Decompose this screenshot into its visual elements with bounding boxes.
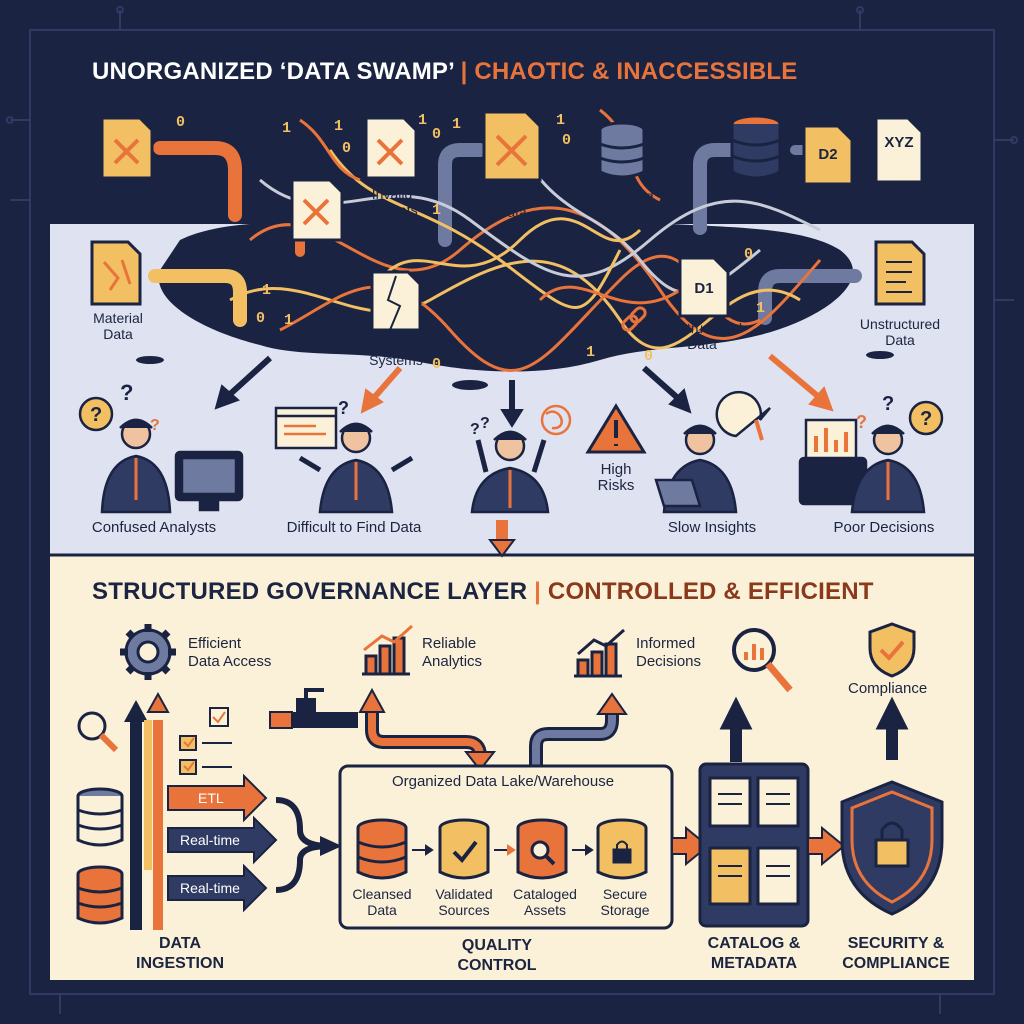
svg-text:?: ? [856, 412, 867, 432]
circuit-decor [6, 6, 1018, 1014]
warehouse-title: Organized Data Lake/Warehouse [391, 773, 615, 790]
flow-pipes [269, 687, 628, 772]
people: ? ? ? ? ? ? ? ? ? [78, 380, 944, 514]
benefit-label-compliance: Compliance [848, 680, 928, 697]
binary-digit: 0 [238, 284, 248, 301]
binary-digit: 1 [284, 312, 294, 329]
binary-digit: 1 [756, 300, 766, 317]
ingest-arrow-label-etl: ETL [198, 790, 224, 806]
benefit-label-efficient-data-access: Efficient Data Access [188, 635, 272, 670]
binary-digit: 1 [262, 282, 272, 299]
pipes [148, 141, 862, 327]
svg-text:?: ? [882, 393, 894, 415]
binary-digit: 1 [556, 112, 566, 129]
binary-digit: 0 [644, 348, 654, 365]
svg-text:?: ? [470, 421, 480, 438]
svg-text:?: ? [338, 398, 349, 418]
svg-text:?: ? [90, 404, 102, 426]
magnifier-icon [732, 628, 793, 693]
warehouse-icons [356, 818, 648, 880]
shield-check-icon [868, 622, 916, 678]
ingest-arrow-label-realtime-1: Real-time [180, 832, 240, 848]
catalog-cabinet [698, 696, 810, 928]
source-label-corrupted-files: Corrupted Files [95, 186, 159, 218]
problem-arrows [214, 353, 834, 428]
source-label-unstructured-data-1: Unstructured Data [661, 320, 743, 352]
problem-label-poor-decisions: Poor Decisions [833, 519, 935, 536]
svg-text:?: ? [150, 417, 160, 434]
source-label-invalid-formats: Invalid Formats [366, 186, 418, 218]
binary-digit: 1 [334, 118, 344, 135]
bottom-title-right: CONTROLLED & EFFICIENT [547, 578, 874, 605]
binary-digit: 0 [176, 114, 186, 131]
svg-text:?: ? [120, 380, 133, 405]
binary-digit: 0 [432, 356, 442, 373]
analytics-chart-icon [362, 624, 413, 676]
source-label-siloed-sources: Siloed Sources [874, 186, 926, 218]
warehouse-step-secure-storage: Secure Storage [600, 886, 650, 918]
svg-text:?: ? [480, 415, 490, 432]
stage-label-data-ingestion: DATA INGESTION [135, 935, 225, 972]
top-title-left: UNORGANIZED ‘DATA SWAMP’ [92, 58, 454, 85]
binary-digit: 1 [586, 344, 596, 361]
problem-label-high-risks: High Risks [597, 461, 635, 494]
binary-digit: 0 [562, 132, 572, 149]
bottom-title: STRUCTURED GOVERNANCE LAYER | CONTROLLED… [92, 578, 874, 606]
gear-icon [120, 624, 176, 680]
ingestion-area [76, 691, 342, 930]
stage-label-security-compliance: SECURITY & COMPLIANCE [842, 935, 950, 972]
ingest-arrow-label-realtime-2: Real-time [180, 880, 240, 896]
binary-digit: 1 [432, 202, 442, 219]
swamp-blob [158, 214, 853, 372]
stage-label-catalog-metadata: CATALOG & METADATA [707, 935, 801, 972]
problem-label-slow-insights: Slow Insights [667, 519, 757, 536]
source-icons [90, 98, 926, 332]
top-title-separator: | [460, 58, 468, 85]
bottom-title-separator: | [534, 578, 542, 605]
top-title-right: CHAOTIC & INACCESSIBLE [474, 58, 798, 85]
source-label-unlabeled-assets: Unlabeled Assets [590, 188, 654, 220]
problem-label-confused-analysts: Confused Analysts [91, 519, 217, 536]
bottom-title-left: STRUCTURED GOVERNANCE LAYER [92, 578, 528, 605]
warehouse-step-validated-sources: Validated Sources [435, 886, 493, 918]
transition-arrow [488, 539, 516, 558]
decisions-chart-icon [574, 628, 625, 678]
d2-doc-code: D2 [818, 146, 838, 163]
binary-digit: 0 [342, 140, 352, 157]
warehouse-step-cleansed-data: Cleansed Data [352, 886, 412, 918]
top-title: UNORGANIZED ‘DATA SWAMP’ | CHAOTIC & INA… [92, 58, 797, 86]
security-lock-icon [840, 696, 944, 916]
binary-digit: 1 [282, 120, 292, 137]
source-label-material-data: Material Data [93, 310, 143, 342]
frame-border [29, 29, 995, 995]
benefit-label-informed-decisions: Informed Decisions [636, 635, 702, 670]
warehouse-step-cataloged-assets: Cataloged Assets [513, 886, 577, 918]
source-label-legacy-systems: Legacy Systems [369, 336, 423, 368]
stage-label-quality-control: QUALITY CONTROL [457, 937, 537, 974]
xyz-doc-code: XYZ [884, 134, 914, 151]
tangled-lines [229, 108, 822, 373]
problem-label-difficult-to-find-data: Difficult to Find Data [286, 519, 422, 536]
binary-digit: 0 [744, 246, 754, 263]
binary-digit: 0 [256, 310, 266, 327]
benefit-label-reliable-analytics: Reliable Analytics [422, 635, 483, 670]
d1-doc-code: D1 [694, 280, 714, 297]
source-label-unstructured-data-2: Unstructured Data [859, 316, 941, 348]
svg-text:?: ? [920, 408, 932, 430]
binary-digit: 0 [432, 126, 442, 143]
binary-digit: 1 [418, 112, 428, 129]
source-label-redundant-data: Redundant Data [477, 188, 547, 220]
binary-digit: 1 [452, 116, 462, 133]
